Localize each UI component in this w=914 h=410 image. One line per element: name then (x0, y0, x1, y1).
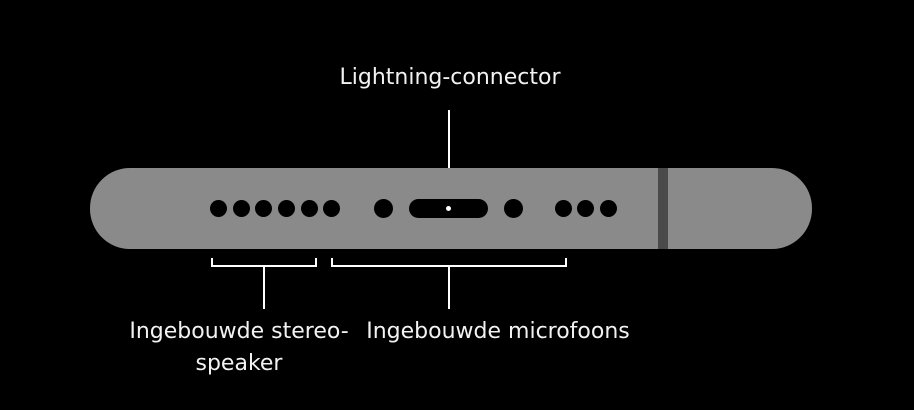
microphone-hole (504, 199, 523, 218)
microphone-hole (577, 200, 594, 217)
connector-leader-line (448, 110, 450, 208)
microphone-hole (600, 200, 617, 217)
speaker-hole (210, 200, 227, 217)
microphone-hole (374, 199, 393, 218)
lightning-port (409, 199, 488, 218)
speaker-hole (255, 200, 272, 217)
speaker-hole (323, 200, 340, 217)
antenna-band-split (658, 168, 668, 249)
label-speaker-line-2: speaker (195, 351, 283, 376)
speaker-hole (278, 200, 295, 217)
label-microphones: Ingebouwde microfoons (366, 319, 630, 344)
label-speaker-line-1: Ingebouwde stereo- (129, 319, 349, 344)
speaker-hole (301, 200, 318, 217)
label-lightning-connector: Lightning-connector (339, 65, 561, 90)
iphone-bottom-edge (90, 168, 812, 249)
speaker-hole (233, 200, 250, 217)
microphone-hole (555, 200, 572, 217)
connector-pointer-dot (446, 206, 451, 211)
